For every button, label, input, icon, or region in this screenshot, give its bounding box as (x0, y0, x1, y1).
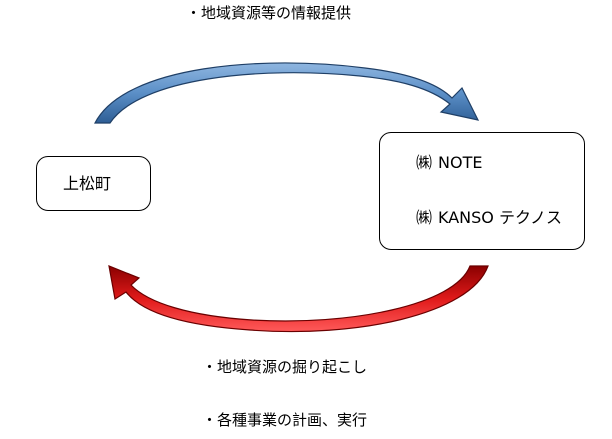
provide-info-arrow (94, 62, 480, 124)
project-planning-label: ・各種事業の計画、実行 (202, 411, 368, 429)
company-note-name: NOTE (438, 153, 483, 172)
company-kanso: ㈱ KANSO テクノス (416, 208, 562, 228)
agematsu-town-label: 上松町 (63, 174, 112, 193)
info-provision-label: ・地域資源等の情報提供 (186, 4, 352, 22)
company-marker: ㈱ (416, 153, 433, 172)
company-note: ㈱ NOTE (416, 153, 482, 173)
company-box: ㈱ NOTE ㈱ KANSO テクノス (379, 132, 585, 250)
agematsu-town-box: 上松町 (36, 156, 151, 211)
development-arrow (108, 265, 489, 333)
company-kanso-name: KANSO テクノス (438, 208, 563, 227)
company-marker: ㈱ (416, 208, 433, 227)
resource-discovery-label: ・地域資源の掘り起こし (202, 358, 368, 376)
